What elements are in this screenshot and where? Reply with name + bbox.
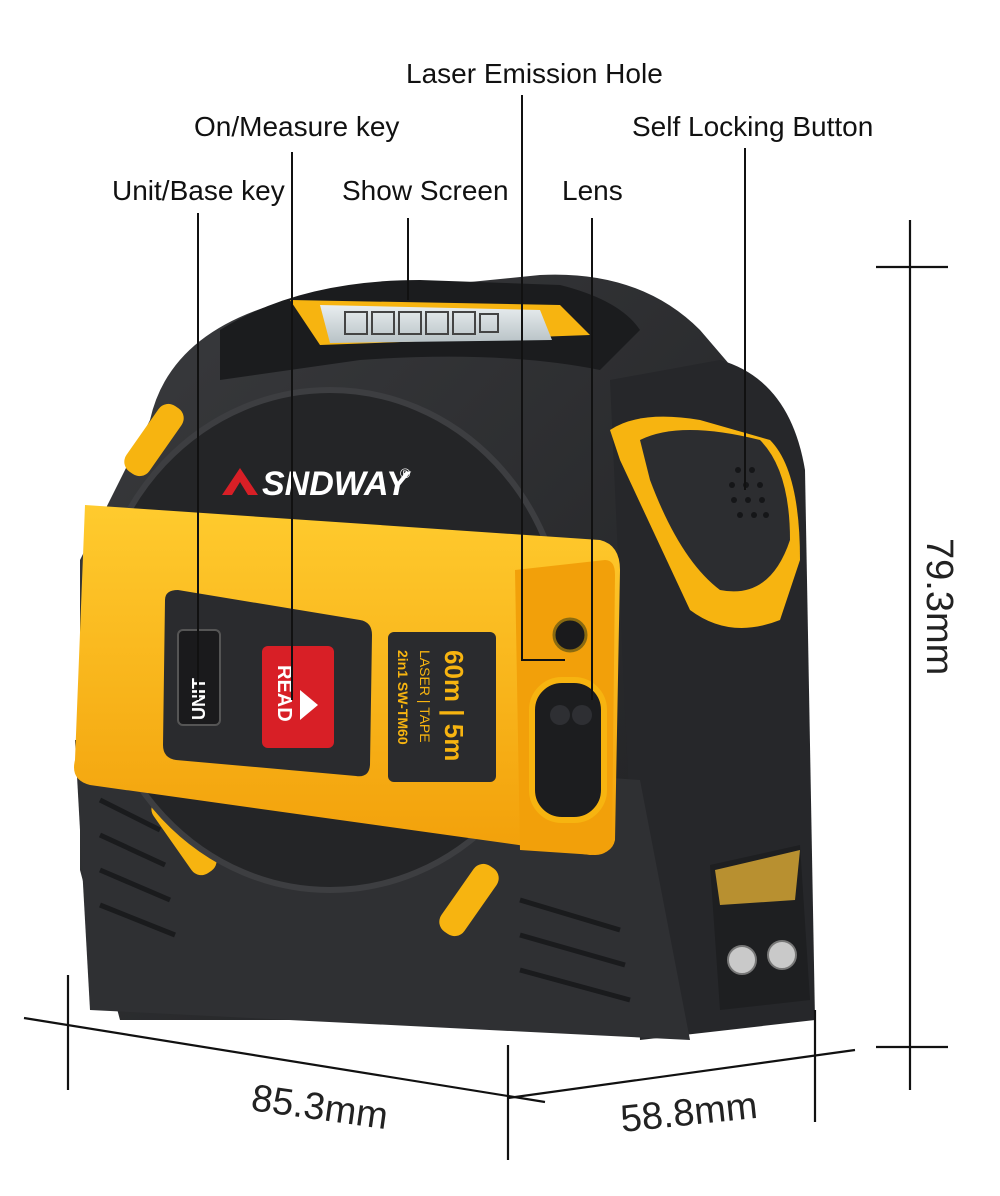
read-key[interactable]: READ	[262, 646, 334, 748]
brand-name: SNDWAY	[262, 465, 412, 503]
triangle-logo-icon	[222, 468, 258, 495]
height-dimension: 79.3mm	[876, 220, 960, 1090]
callout-on-measure-key: On/Measure key	[194, 111, 399, 142]
registered-mark: ®	[400, 465, 411, 481]
lens	[529, 677, 607, 823]
spec-top: 60m | 5m	[439, 650, 469, 761]
spec-line2: LASER | TAPE	[417, 650, 433, 743]
callout-laser-emission-hole: Laser Emission Hole	[406, 58, 663, 89]
show-screen	[290, 300, 590, 345]
depth-label: 58.8mm	[619, 1085, 760, 1141]
callout-self-locking-button: Self Locking Button	[632, 111, 873, 142]
leader-lines	[197, 95, 746, 700]
arrow-up-icon	[300, 690, 318, 720]
spec-label: 60m | 5m LASER | TAPE 2in1 SW-TM60	[388, 632, 496, 782]
depth-dimension: 58.8mm	[507, 1010, 856, 1141]
callout-show-screen: Show Screen	[342, 175, 509, 206]
laser-emission-hole	[552, 617, 588, 653]
spec-line3: 2in1 SW-TM60	[395, 650, 411, 745]
dot-grid-icon	[729, 467, 769, 518]
width-label: 85.3mm	[249, 1077, 391, 1138]
tape-hook	[710, 845, 810, 1010]
callout-lens: Lens	[562, 175, 623, 206]
callout-unit-base-key: Unit/Base key	[112, 175, 285, 206]
read-key-label: READ	[273, 665, 295, 722]
height-label: 79.3mm	[918, 538, 960, 675]
tape-measure-device: SNDWAY ® UNIT READ 60m | 5m LASER | TAPE…	[74, 274, 815, 1040]
brand-logo: SNDWAY ®	[222, 465, 412, 503]
grip-ridges	[98, 797, 631, 1003]
self-locking-button[interactable]	[610, 416, 800, 628]
